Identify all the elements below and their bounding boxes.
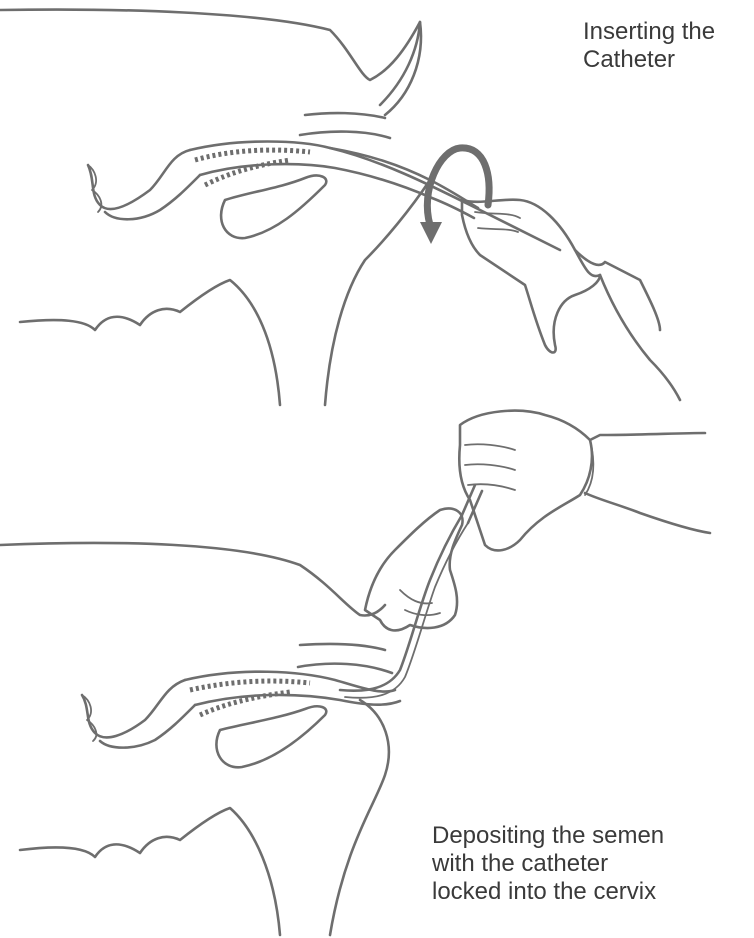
vulva — [298, 644, 392, 673]
upper-gloved-fist — [459, 411, 592, 551]
upper-fist-fingers — [465, 444, 515, 490]
lower-gloved-hand — [365, 508, 463, 630]
cervix-rings — [195, 150, 310, 160]
sleeve — [585, 433, 710, 533]
pelvis-outline — [330, 700, 389, 935]
reproductive-tract — [185, 672, 395, 692]
bladder — [216, 706, 326, 767]
sleeve — [575, 250, 680, 400]
belly-outline — [20, 808, 280, 935]
bottom-caption: Depositing the semen with the catheter l… — [432, 822, 664, 906]
cervix-rings — [190, 681, 310, 690]
belly-outline — [20, 280, 280, 405]
hand-fingers — [475, 212, 520, 232]
bottom-illustration: Depositing the semen with the catheter l… — [0, 405, 754, 938]
back-outline — [0, 543, 385, 616]
bladder — [221, 176, 326, 239]
catheter — [330, 148, 560, 250]
gloved-hand — [462, 200, 600, 353]
pelvis-outline — [325, 180, 430, 405]
vulva — [300, 113, 390, 138]
uterine-horn — [88, 150, 200, 219]
uterine-horn — [82, 680, 195, 748]
reproductive-tract-lower — [195, 695, 400, 705]
rotation-arrowhead — [420, 222, 442, 244]
tail — [385, 22, 421, 115]
back-outline — [0, 10, 420, 105]
top-caption: Inserting the Catheter — [583, 18, 715, 74]
top-illustration: Inserting the Catheter — [0, 0, 754, 410]
